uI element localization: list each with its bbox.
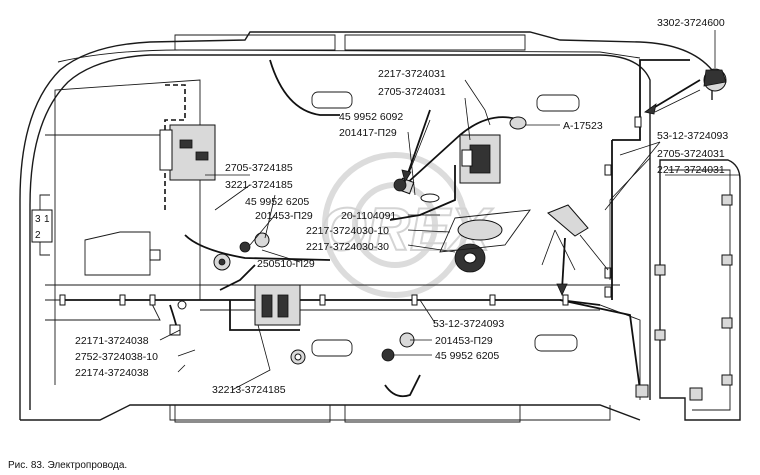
label-45-9952-6205-upper: 45 9952 6205 [245, 196, 309, 208]
label-2705-3724031-right: 2705-3724031 [657, 148, 725, 160]
label-3302-3724600: 3302-3724600 [657, 17, 725, 29]
label-2705-3724031-top: 2705-3724031 [378, 86, 446, 98]
label-45-9952-6092: 45 9952 6092 [339, 111, 403, 123]
label-53-12-3724093-right: 53-12-3724093 [657, 130, 728, 142]
label-2217-3724031-right: 2217-3724031 [657, 164, 725, 176]
label-32213-3724185: 32213-3724185 [212, 384, 286, 396]
svg-text:1: 1 [44, 214, 50, 225]
component-lamp-3302 [703, 68, 727, 92]
component-bolt-lower [381, 332, 415, 362]
label-2217-3724030-30: 2217-3724030-30 [306, 241, 389, 253]
svg-text:3: 3 [35, 214, 41, 225]
label-45-9952-6205-lower: 45 9952 6205 [435, 350, 499, 362]
component-left-module [159, 124, 216, 181]
label-20-1104091: 20-1104091 [341, 210, 396, 222]
label-250510-p29: 250510-П29 [257, 258, 315, 270]
label-201453-p29-lower: 201453-П29 [435, 335, 493, 347]
label-a-17523: А-17523 [563, 120, 603, 132]
label-201453-p29-upper: 201453-П29 [255, 210, 313, 222]
leader-lines [159, 30, 740, 391]
label-201417-p29: 201417-П29 [339, 127, 397, 139]
component-connector-a17523 [509, 116, 527, 130]
arrows [401, 79, 701, 296]
label-3221-3724185: 3221-3724185 [225, 179, 293, 191]
label-2705-3724185: 2705-3724185 [225, 162, 293, 174]
label-2217-3724031-top: 2217-3724031 [378, 68, 446, 80]
floor-harness [59, 59, 690, 398]
component-left-switch: 3 1 2 [31, 209, 53, 243]
callout-labels: 3302-3724600 2217-3724031 2705-3724031 4… [75, 17, 728, 396]
label-2217-3724030-10: 2217-3724030-10 [306, 225, 389, 237]
svg-text:2: 2 [35, 230, 41, 241]
label-53-12-3724093-bottom: 53-12-3724093 [433, 318, 504, 330]
label-22171-3724038: 22171-3724038 [75, 335, 149, 347]
figure-caption: Рис. 83. Электропровода. [8, 460, 127, 471]
label-2752-3724038-10: 2752-3724038-10 [75, 351, 158, 363]
component-relay-block [459, 134, 501, 184]
component-bulb-socket-center [439, 209, 531, 273]
component-grommet-left [213, 253, 306, 365]
component-mid-bracket [254, 284, 301, 326]
component-right-door-lamps [635, 194, 733, 401]
label-22174-3724038: 22174-3724038 [75, 367, 149, 379]
component-lamp-bracket-right [547, 204, 589, 237]
component-left-rear-plug [149, 249, 187, 336]
